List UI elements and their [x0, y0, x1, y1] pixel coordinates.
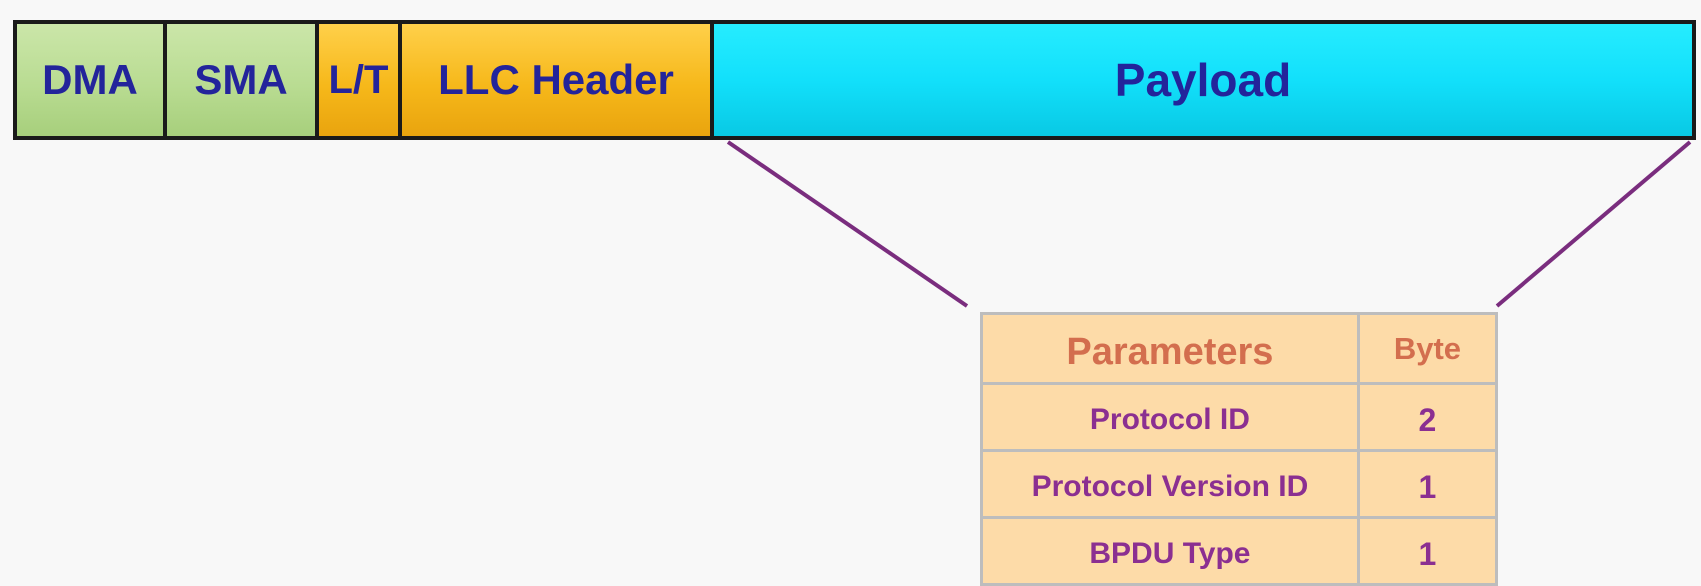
field-length-type: L/T	[319, 24, 402, 136]
connector-line-left	[726, 140, 969, 308]
bpdu-parameters-table: Parameters Byte Protocol ID 2 Protocol V…	[980, 312, 1498, 586]
frame-diagram: DMA SMA L/T LLC Header Payload	[13, 20, 1696, 140]
header-parameters: Parameters	[983, 315, 1360, 385]
field-sma: SMA	[167, 24, 319, 136]
cell-byte: 1	[1418, 535, 1437, 572]
cell-byte: 1	[1359, 452, 1495, 519]
cell-byte: 2	[1359, 385, 1495, 452]
field-llc-header: LLC Header	[402, 24, 714, 136]
cell-parameter: BPDU Type	[983, 519, 1360, 583]
field-payload: Payload	[714, 24, 1692, 136]
table-header-row: Parameters Byte	[983, 315, 1495, 385]
cell-parameter: Protocol ID	[983, 385, 1360, 452]
table-row: Protocol Version ID 1	[983, 452, 1495, 519]
field-dma: DMA	[17, 24, 167, 136]
table-row: Protocol ID 2	[983, 385, 1495, 452]
cell-parameter: Protocol Version ID	[983, 452, 1360, 519]
table-row: BPDU Type 1	[983, 519, 1495, 583]
connector-line-right	[1495, 140, 1692, 308]
header-byte: Byte	[1359, 315, 1495, 385]
